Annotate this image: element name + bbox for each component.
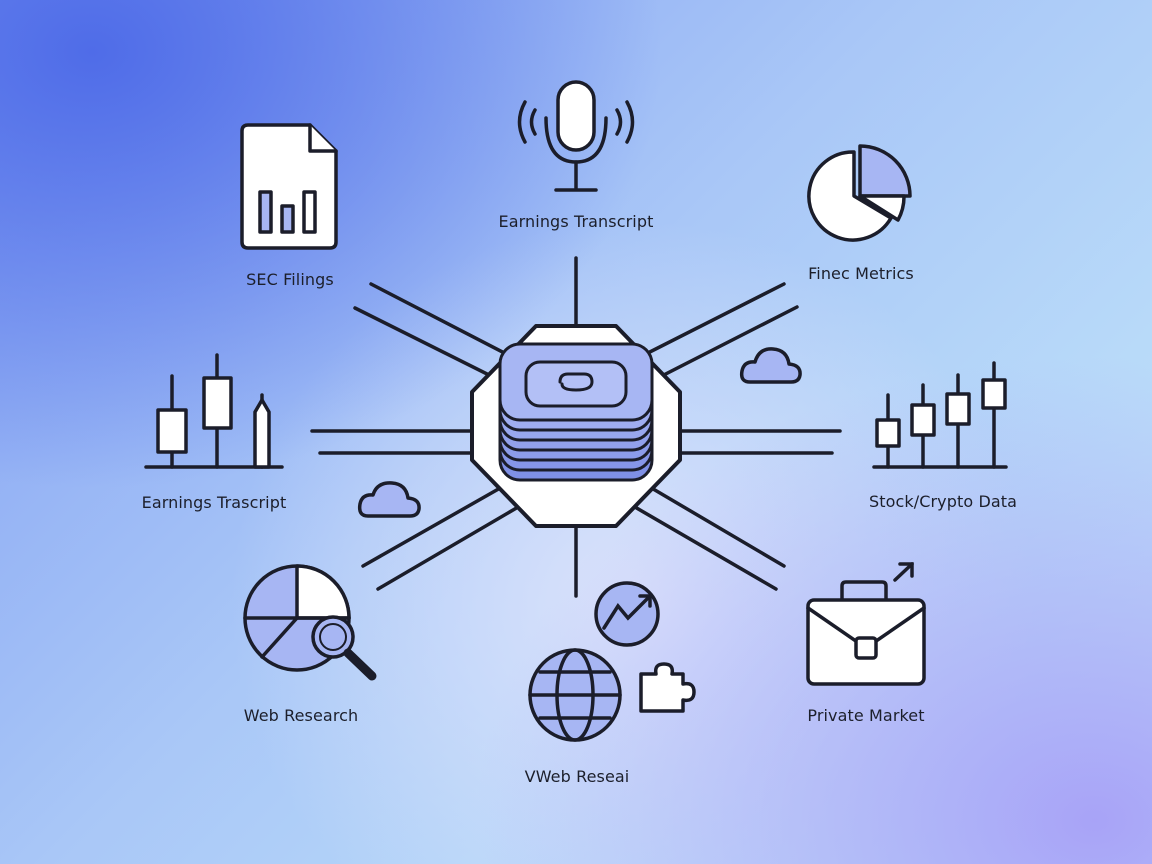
cloud-icon-right <box>739 347 802 384</box>
magnifier-icon <box>311 615 377 681</box>
pie-chart-icon <box>807 144 912 242</box>
label-earnings-transcript-top: Earnings Transcript <box>498 212 654 231</box>
connector-lower-right-a <box>641 481 786 568</box>
stock-chart-icon <box>872 361 1008 469</box>
connector-upper-right-a <box>632 282 786 362</box>
label-finec-metrics: Finec Metrics <box>808 264 914 283</box>
trend-line-icon <box>594 581 660 647</box>
connector-lower-left-a <box>361 481 511 568</box>
label-vweb-reseai: VWeb Reseai <box>524 767 630 786</box>
globe-icon <box>528 648 622 742</box>
candlestick-chart-icon <box>144 353 284 469</box>
label-earnings-trascript-left: Earnings Trascript <box>141 493 287 512</box>
connector-upper-right-b <box>646 305 799 385</box>
central-hub-icon <box>470 324 682 528</box>
connector-lines <box>310 256 842 598</box>
connector-upper-left-b <box>353 306 507 385</box>
puzzle-piece-icon <box>639 662 696 713</box>
label-sec-filings: SEC Filings <box>246 270 334 289</box>
label-web-research: Web Research <box>243 706 359 725</box>
connector-lower-right-b <box>626 501 778 591</box>
cloud-icon-left <box>357 481 421 518</box>
document-chart-icon <box>240 123 338 250</box>
connector-upper-left-a <box>369 282 520 362</box>
label-private-market: Private Market <box>807 706 925 725</box>
briefcase-icon <box>806 562 926 686</box>
microphone-icon <box>517 80 635 192</box>
label-stock-crypto-data: Stock/Crypto Data <box>868 492 1018 511</box>
connector-lower-left-b <box>376 501 527 591</box>
